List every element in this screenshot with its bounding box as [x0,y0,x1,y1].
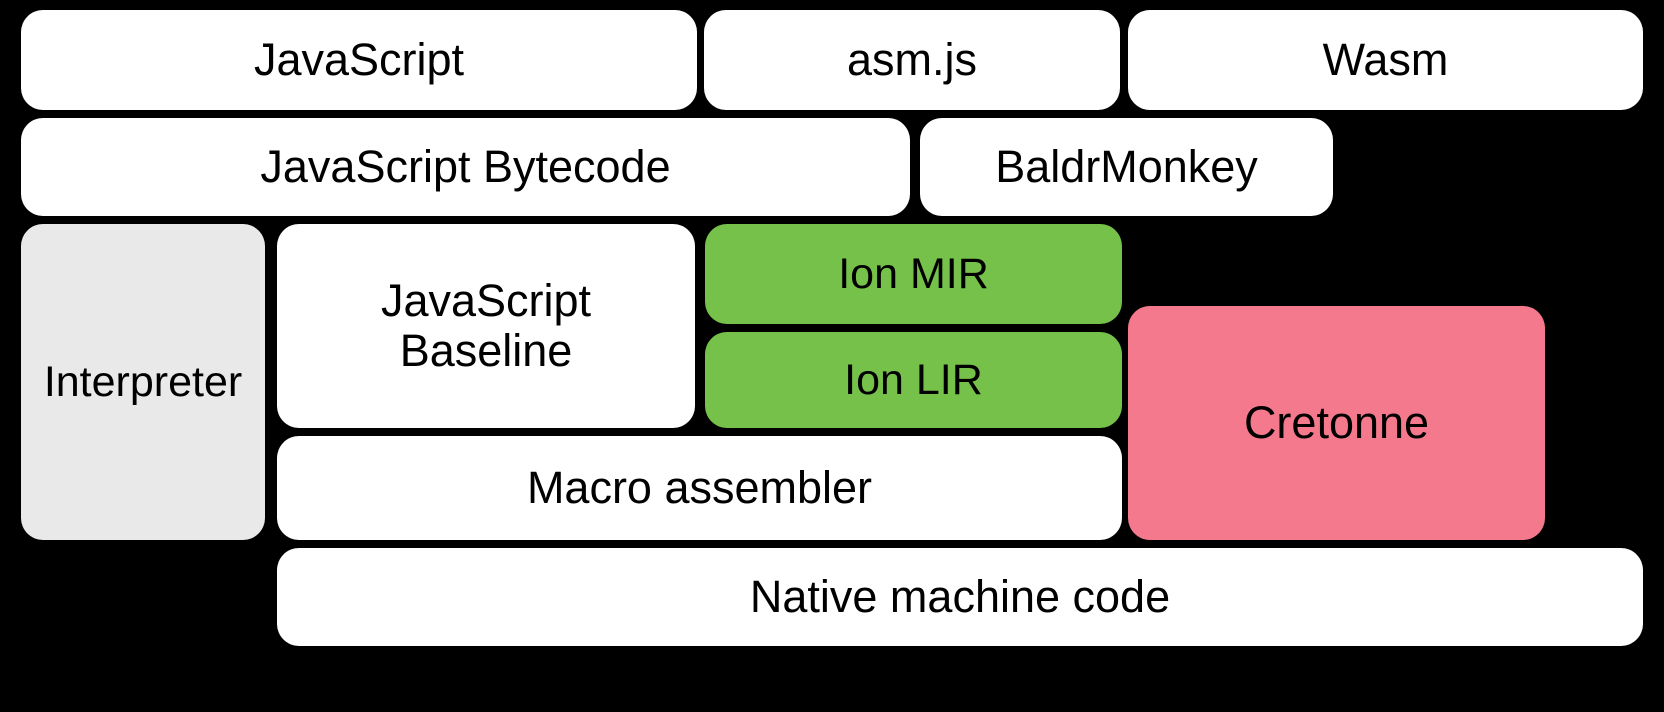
node-cretonne[interactable]: Cretonne [1128,306,1545,540]
node-asmjs[interactable]: asm.js [704,10,1120,110]
node-javascript[interactable]: JavaScript [21,10,697,110]
node-baldrmonkey[interactable]: BaldrMonkey [920,118,1333,216]
node-wasm[interactable]: Wasm [1128,10,1643,110]
node-javascript-bytecode[interactable]: JavaScript Bytecode [21,118,910,216]
node-interpreter[interactable]: Interpreter [21,224,265,540]
node-ion-mir[interactable]: Ion MIR [705,224,1122,324]
node-ion-lir[interactable]: Ion LIR [705,332,1122,428]
node-javascript-baseline[interactable]: JavaScript Baseline [277,224,695,428]
node-native-machine-code[interactable]: Native machine code [277,548,1643,646]
node-macro-assembler[interactable]: Macro assembler [277,436,1122,540]
